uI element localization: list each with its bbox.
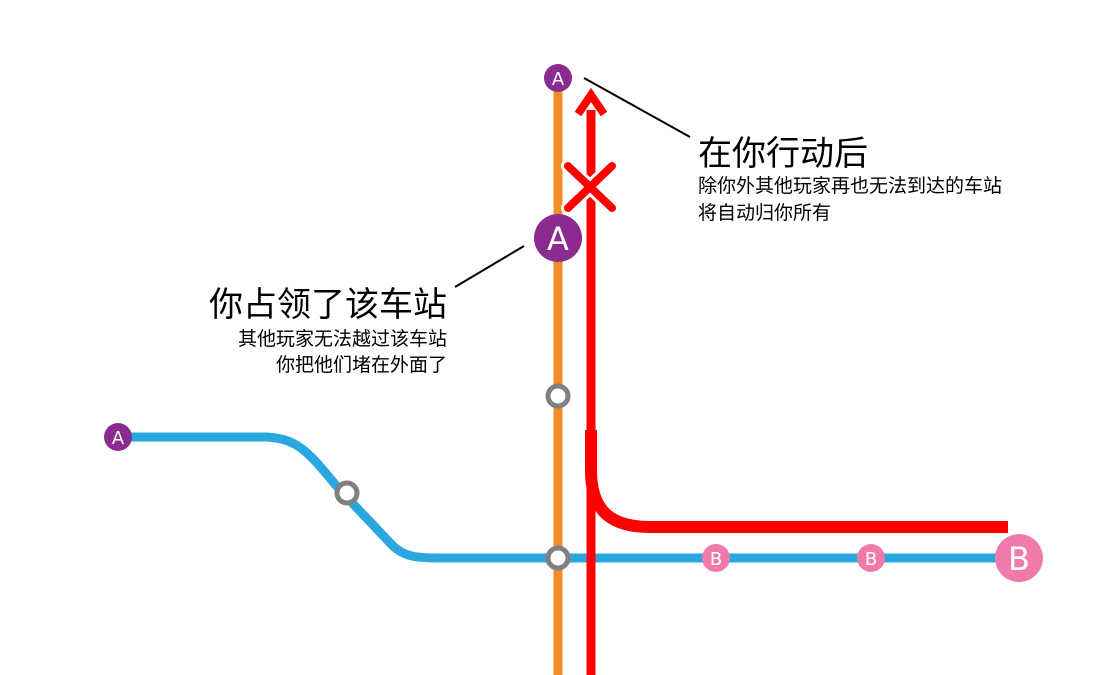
station-b-label: B xyxy=(710,549,722,570)
empty-station xyxy=(545,545,571,571)
station-b-large-label: B xyxy=(1008,540,1030,578)
station-a-large xyxy=(534,214,582,262)
blocked-x-icon xyxy=(561,159,619,215)
station-a-left-label: A xyxy=(112,428,125,449)
callout-top-line1: 除你外其他玩家再也无法到达的车站 xyxy=(698,175,1003,197)
station-b xyxy=(857,544,885,572)
station-a-large-label: A xyxy=(547,220,569,258)
blue-line xyxy=(113,432,1025,563)
callout-top-line2: 将自动归你所有 xyxy=(698,202,832,224)
station-b-large xyxy=(995,534,1043,582)
empty-station xyxy=(334,480,360,506)
empty-station xyxy=(545,383,571,409)
red-route-branch xyxy=(585,430,1008,533)
callout-mid-leader xyxy=(454,245,525,288)
red-arrow-head xyxy=(574,87,608,117)
station-a-top-label: A xyxy=(552,69,565,90)
callout-mid-title: 你占领了该车站 xyxy=(209,285,447,325)
callout-top-title: 在你行动后 xyxy=(698,134,868,174)
callout-mid-line2: 你把他们堵在外面了 xyxy=(275,354,447,376)
callout-top-leader xyxy=(583,77,691,138)
station-a-top xyxy=(544,64,572,92)
station-a-left xyxy=(104,423,132,451)
callout-mid-line1: 其他玩家无法越过该车站 xyxy=(237,328,447,350)
station-b xyxy=(702,544,730,572)
station-b-label: B xyxy=(865,549,877,570)
